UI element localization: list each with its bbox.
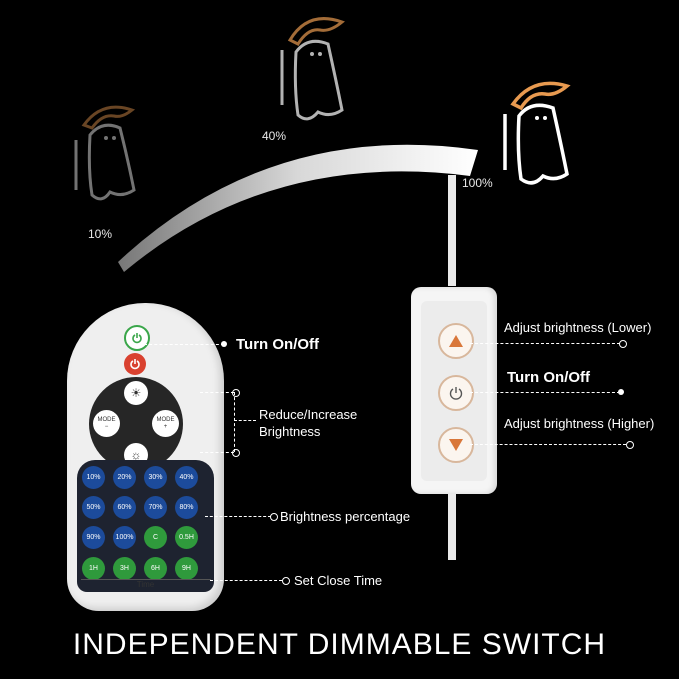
time-label: Time <box>136 580 155 589</box>
triangle-up-icon <box>449 335 463 347</box>
key-60-percent[interactable]: 60% <box>113 496 136 519</box>
key-100-percent[interactable]: 100% <box>113 526 136 549</box>
key-1h[interactable]: 1H <box>82 557 105 580</box>
brightness-100-label: 100% <box>462 176 493 190</box>
dimmer-face <box>421 301 487 481</box>
key-20-percent[interactable]: 20% <box>113 466 136 489</box>
brightness-percentage-label: Brightness percentage <box>280 509 411 524</box>
brightness-lower-button[interactable] <box>438 323 474 359</box>
brightness-down-icon: ☼ <box>130 448 142 462</box>
leader-ring <box>282 577 290 585</box>
remote-keypad: 10% 20% 30% 40% 50% 60% 70% 80% 90% 100%… <box>77 460 214 592</box>
brightness-up-button[interactable]: ☀ <box>124 381 148 405</box>
brightness-higher-button[interactable] <box>438 427 474 463</box>
leader-ring <box>619 340 627 348</box>
leader-ring <box>270 513 278 521</box>
leader-line <box>470 444 626 445</box>
brightness-40-label: 40% <box>262 129 287 143</box>
mode-minus-button[interactable]: MODE − <box>93 410 120 437</box>
time-bracket <box>81 579 211 580</box>
leader-ring <box>232 389 240 397</box>
set-close-time-label: Set Close Time <box>294 573 383 588</box>
inline-dimmer-switch <box>411 287 497 494</box>
leader-line <box>144 344 224 345</box>
switch-turn-on-off-label: Turn On/Off <box>507 369 591 386</box>
key-40-percent[interactable]: 40% <box>175 466 198 489</box>
leader-bracket <box>234 392 235 452</box>
brightness-up-icon: ☀ <box>130 386 142 400</box>
key-c[interactable]: C <box>144 526 167 549</box>
key-70-percent[interactable]: 70% <box>144 496 167 519</box>
brightness-label: Brightness <box>259 424 321 439</box>
page-title: INDEPENDENT DIMMABLE SWITCH <box>72 628 607 661</box>
triangle-down-icon <box>449 439 463 451</box>
key-3h[interactable]: 3H <box>113 557 136 580</box>
leader-dot <box>618 389 624 395</box>
adjust-lower-label: Adjust brightness (Lower) <box>504 320 652 335</box>
leader-ring <box>232 449 240 457</box>
power-icon <box>130 359 140 370</box>
power-icon <box>132 333 142 344</box>
reduce-increase-label: Reduce/Increase <box>259 407 358 422</box>
key-80-percent[interactable]: 80% <box>175 496 198 519</box>
leader-line <box>470 343 620 344</box>
power-on-button[interactable] <box>124 325 150 351</box>
key-6h[interactable]: 6H <box>144 557 167 580</box>
ghost-neon-icon <box>280 17 345 121</box>
key-0-5h[interactable]: 0.5H <box>175 526 198 549</box>
ghost-neon-icon <box>503 81 571 185</box>
leader-line <box>200 392 234 393</box>
leader-line <box>234 420 256 421</box>
remote-control: ☀ ☼ MODE − MODE + 10% 20% 30% 40% 50% 60… <box>67 303 224 611</box>
brightness-dpad: ☀ ☼ MODE − MODE + <box>89 377 183 471</box>
power-icon <box>449 387 463 400</box>
leader-dot <box>221 341 227 347</box>
leader-line <box>200 452 234 453</box>
key-50-percent[interactable]: 50% <box>82 496 105 519</box>
power-off-button[interactable] <box>124 353 146 375</box>
key-90-percent[interactable]: 90% <box>82 526 105 549</box>
key-30-percent[interactable]: 30% <box>144 466 167 489</box>
remote-turn-on-off-label: Turn On/Off <box>236 336 320 353</box>
ghost-neon-icon <box>74 105 136 201</box>
key-9h[interactable]: 9H <box>175 557 198 580</box>
mode-plus-button[interactable]: MODE + <box>152 410 179 437</box>
leader-line <box>205 516 271 517</box>
brightness-10-label: 10% <box>88 227 113 241</box>
key-10-percent[interactable]: 10% <box>82 466 105 489</box>
leader-line <box>210 580 282 581</box>
leader-line <box>470 392 620 393</box>
adjust-higher-label: Adjust brightness (Higher) <box>504 416 655 431</box>
switch-power-button[interactable] <box>438 375 474 411</box>
leader-ring <box>626 441 634 449</box>
